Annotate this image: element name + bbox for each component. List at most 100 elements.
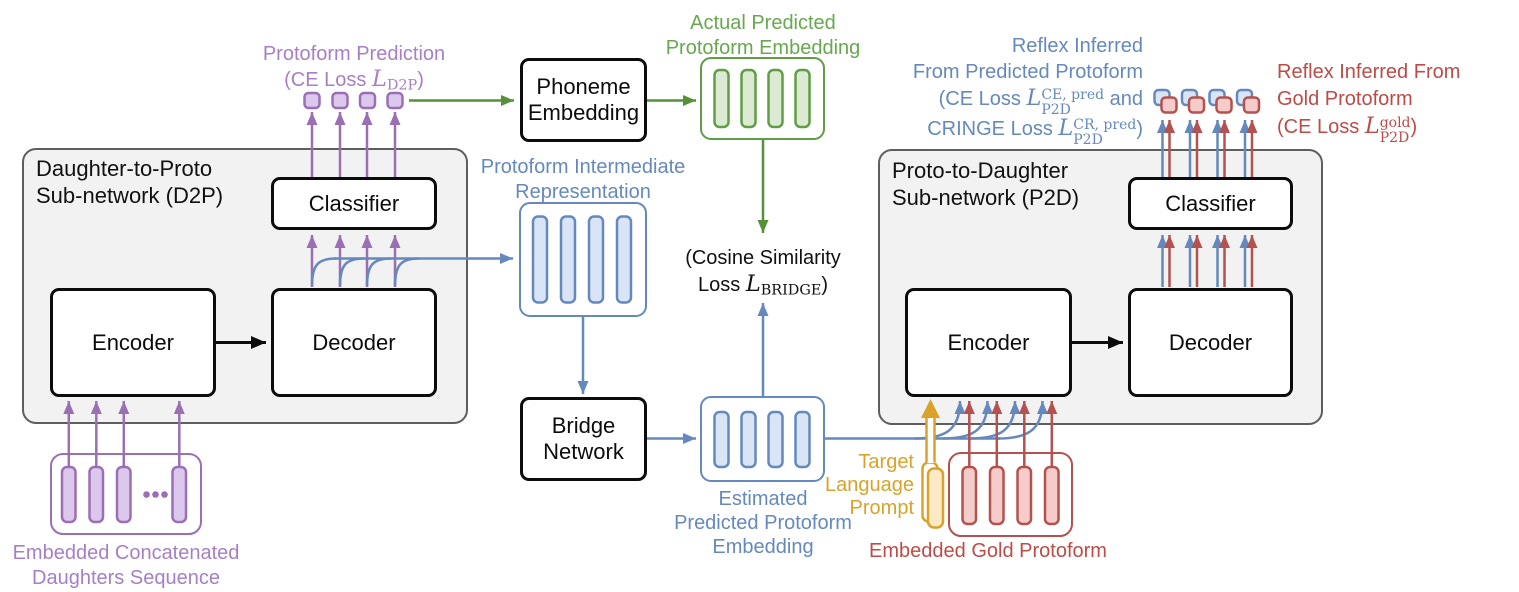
gold-input-arrows — [963, 401, 1058, 466]
d2p-title-line2: Sub-network (D2P) — [36, 183, 224, 208]
protoform-intermediate-line2: Representation — [515, 181, 651, 203]
reflex-predicted-line2: From Predicted Protoform — [912, 61, 1143, 83]
reflex-predicted-label: Reflex Inferred From Predicted Protoform… — [885, 33, 1143, 147]
feed-branch-arrow — [969, 400, 1021, 440]
embedding-bar — [794, 68, 811, 129]
branch-curve — [393, 257, 420, 287]
p2d-decoder-to-classifier-arrows — [1157, 235, 1258, 287]
reflex-gold-label: Reflex Inferred From Gold Protoform (CE … — [1277, 59, 1519, 146]
embedding-bar — [531, 215, 549, 304]
prompt-arrow-shaft-fill — [927, 417, 934, 463]
embedding-bar — [1016, 465, 1033, 526]
embedded-daughters-label: Embedded Concatenated Daughters Sequence — [6, 541, 246, 591]
cosine-line2: Loss LBRIDGE) — [698, 271, 828, 299]
reflex-gold-line1: Reflex Inferred From — [1277, 61, 1461, 83]
p2d-classifier-to-reflex-arrows — [1157, 120, 1258, 177]
embedded-gold-text: Embedded Gold Protoform — [869, 540, 1107, 562]
reflex-token-gold — [1215, 96, 1233, 114]
embedding-bar — [615, 215, 633, 304]
p2d-title-line2: Sub-network (P2D) — [892, 185, 1080, 210]
p2d-decoder-label: Decoder — [1168, 329, 1253, 355]
p2d-title: Proto-to-Daughter Sub-network (P2D) — [892, 157, 1152, 211]
embedding-bar — [559, 215, 577, 304]
actual-predicted-embedding-bars — [713, 68, 811, 129]
p2d-decoder-box: Decoder — [1128, 288, 1293, 397]
d2p-classifier-to-prediction-arrows — [306, 112, 401, 177]
d2p-decoder-box: Decoder — [271, 288, 437, 397]
embedding-bar — [961, 465, 978, 526]
d2p-title: Daughter-to-Proto Sub-network (D2P) — [36, 155, 296, 209]
embedded-gold-label: Embedded Gold Protoform — [868, 539, 1108, 564]
embedded-daughters-line2: Daughters Sequence — [32, 567, 220, 589]
embedding-bar — [767, 68, 784, 129]
prediction-token — [386, 91, 404, 110]
ellipsis-dot — [152, 491, 159, 498]
embedding-bar — [60, 465, 77, 524]
actual-predicted-line2: Protoform Embedding — [665, 37, 861, 59]
embedded-gold-bars — [961, 465, 1060, 526]
prompt-arrow-head — [921, 399, 940, 418]
actual-predicted-line1: Actual Predicted — [690, 12, 836, 34]
ellipsis-dot — [161, 491, 168, 498]
d2p-title-line1: Daughter-to-Proto — [36, 156, 213, 181]
target-prompt-label: Target Language Prompt — [810, 451, 914, 520]
d2p-loss-label: (CE Loss LD2P) — [284, 66, 424, 94]
p2d-title-line1: Proto-to-Daughter — [892, 158, 1069, 183]
embedding-bar — [767, 410, 784, 469]
embedding-bar — [171, 465, 188, 524]
embedding-bar — [1043, 465, 1060, 526]
embedding-bar — [740, 410, 757, 469]
embedding-bar — [794, 410, 811, 469]
d2p-classifier-box: Classifier — [271, 177, 437, 230]
protoform-intermediate-bars — [531, 215, 633, 304]
actual-predicted-label: Actual Predicted Protoform Embedding — [648, 11, 878, 61]
cosine-loss-label: (Cosine Similarity Loss LBRIDGE) — [663, 245, 863, 304]
protoform-prediction-line1: Protoform Prediction — [262, 43, 446, 65]
prediction-token — [303, 91, 321, 110]
d2p-encoder-label: Encoder — [92, 329, 174, 355]
embedded-daughters-bars — [60, 465, 188, 524]
cosine-line1: (Cosine Similarity — [685, 247, 841, 269]
d2p-to-intermediate-connection — [310, 253, 513, 287]
p2d-encoder-box: Encoder — [905, 288, 1072, 397]
daughters-input-arrows — [63, 401, 185, 466]
embedded-daughters-line1: Embedded Concatenated — [12, 542, 240, 564]
branch-curve — [310, 257, 337, 287]
reflex-token-gold — [1160, 96, 1178, 114]
reflex-token-gold — [1187, 96, 1206, 114]
target-prompt-glyph — [921, 399, 945, 529]
embedding-bar — [713, 410, 730, 469]
embedding-bar — [740, 68, 757, 129]
p2d-classifier-box: Classifier — [1128, 177, 1293, 230]
prediction-token — [358, 91, 377, 110]
feed-branch-arrow — [942, 400, 993, 440]
branch-curve — [365, 257, 392, 287]
d2p-classifier-label: Classifier — [308, 190, 400, 216]
reflex-token-pairs — [1153, 88, 1261, 114]
reflex-predicted-line1: Reflex Inferred — [1011, 35, 1143, 57]
p2d-encoder-label: Encoder — [947, 329, 1030, 355]
estimated-embedding-label: Estimated Predicted Protoform Embedding — [648, 487, 878, 559]
feed-branch-arrow — [914, 400, 966, 440]
protoform-intermediate-line1: Protoform Intermediate — [480, 156, 686, 178]
protoform-prediction-label: Protoform Prediction (CE Loss LD2P) — [244, 42, 464, 99]
target-prompt-line1: Target — [858, 451, 914, 473]
reflex-gold-line2: Gold Protoform — [1277, 88, 1413, 110]
p2d-classifier-label: Classifier — [1165, 190, 1256, 216]
d2p-decoder-label: Decoder — [312, 329, 396, 355]
embedding-bar — [88, 465, 105, 524]
embedding-bar — [587, 215, 605, 304]
protoform-prediction-tokens — [303, 91, 404, 110]
target-prompt-line3: Prompt — [849, 497, 914, 519]
branch-curve — [338, 257, 365, 287]
embedding-bar — [988, 465, 1005, 526]
estimated-line3: Embedding — [712, 536, 814, 558]
